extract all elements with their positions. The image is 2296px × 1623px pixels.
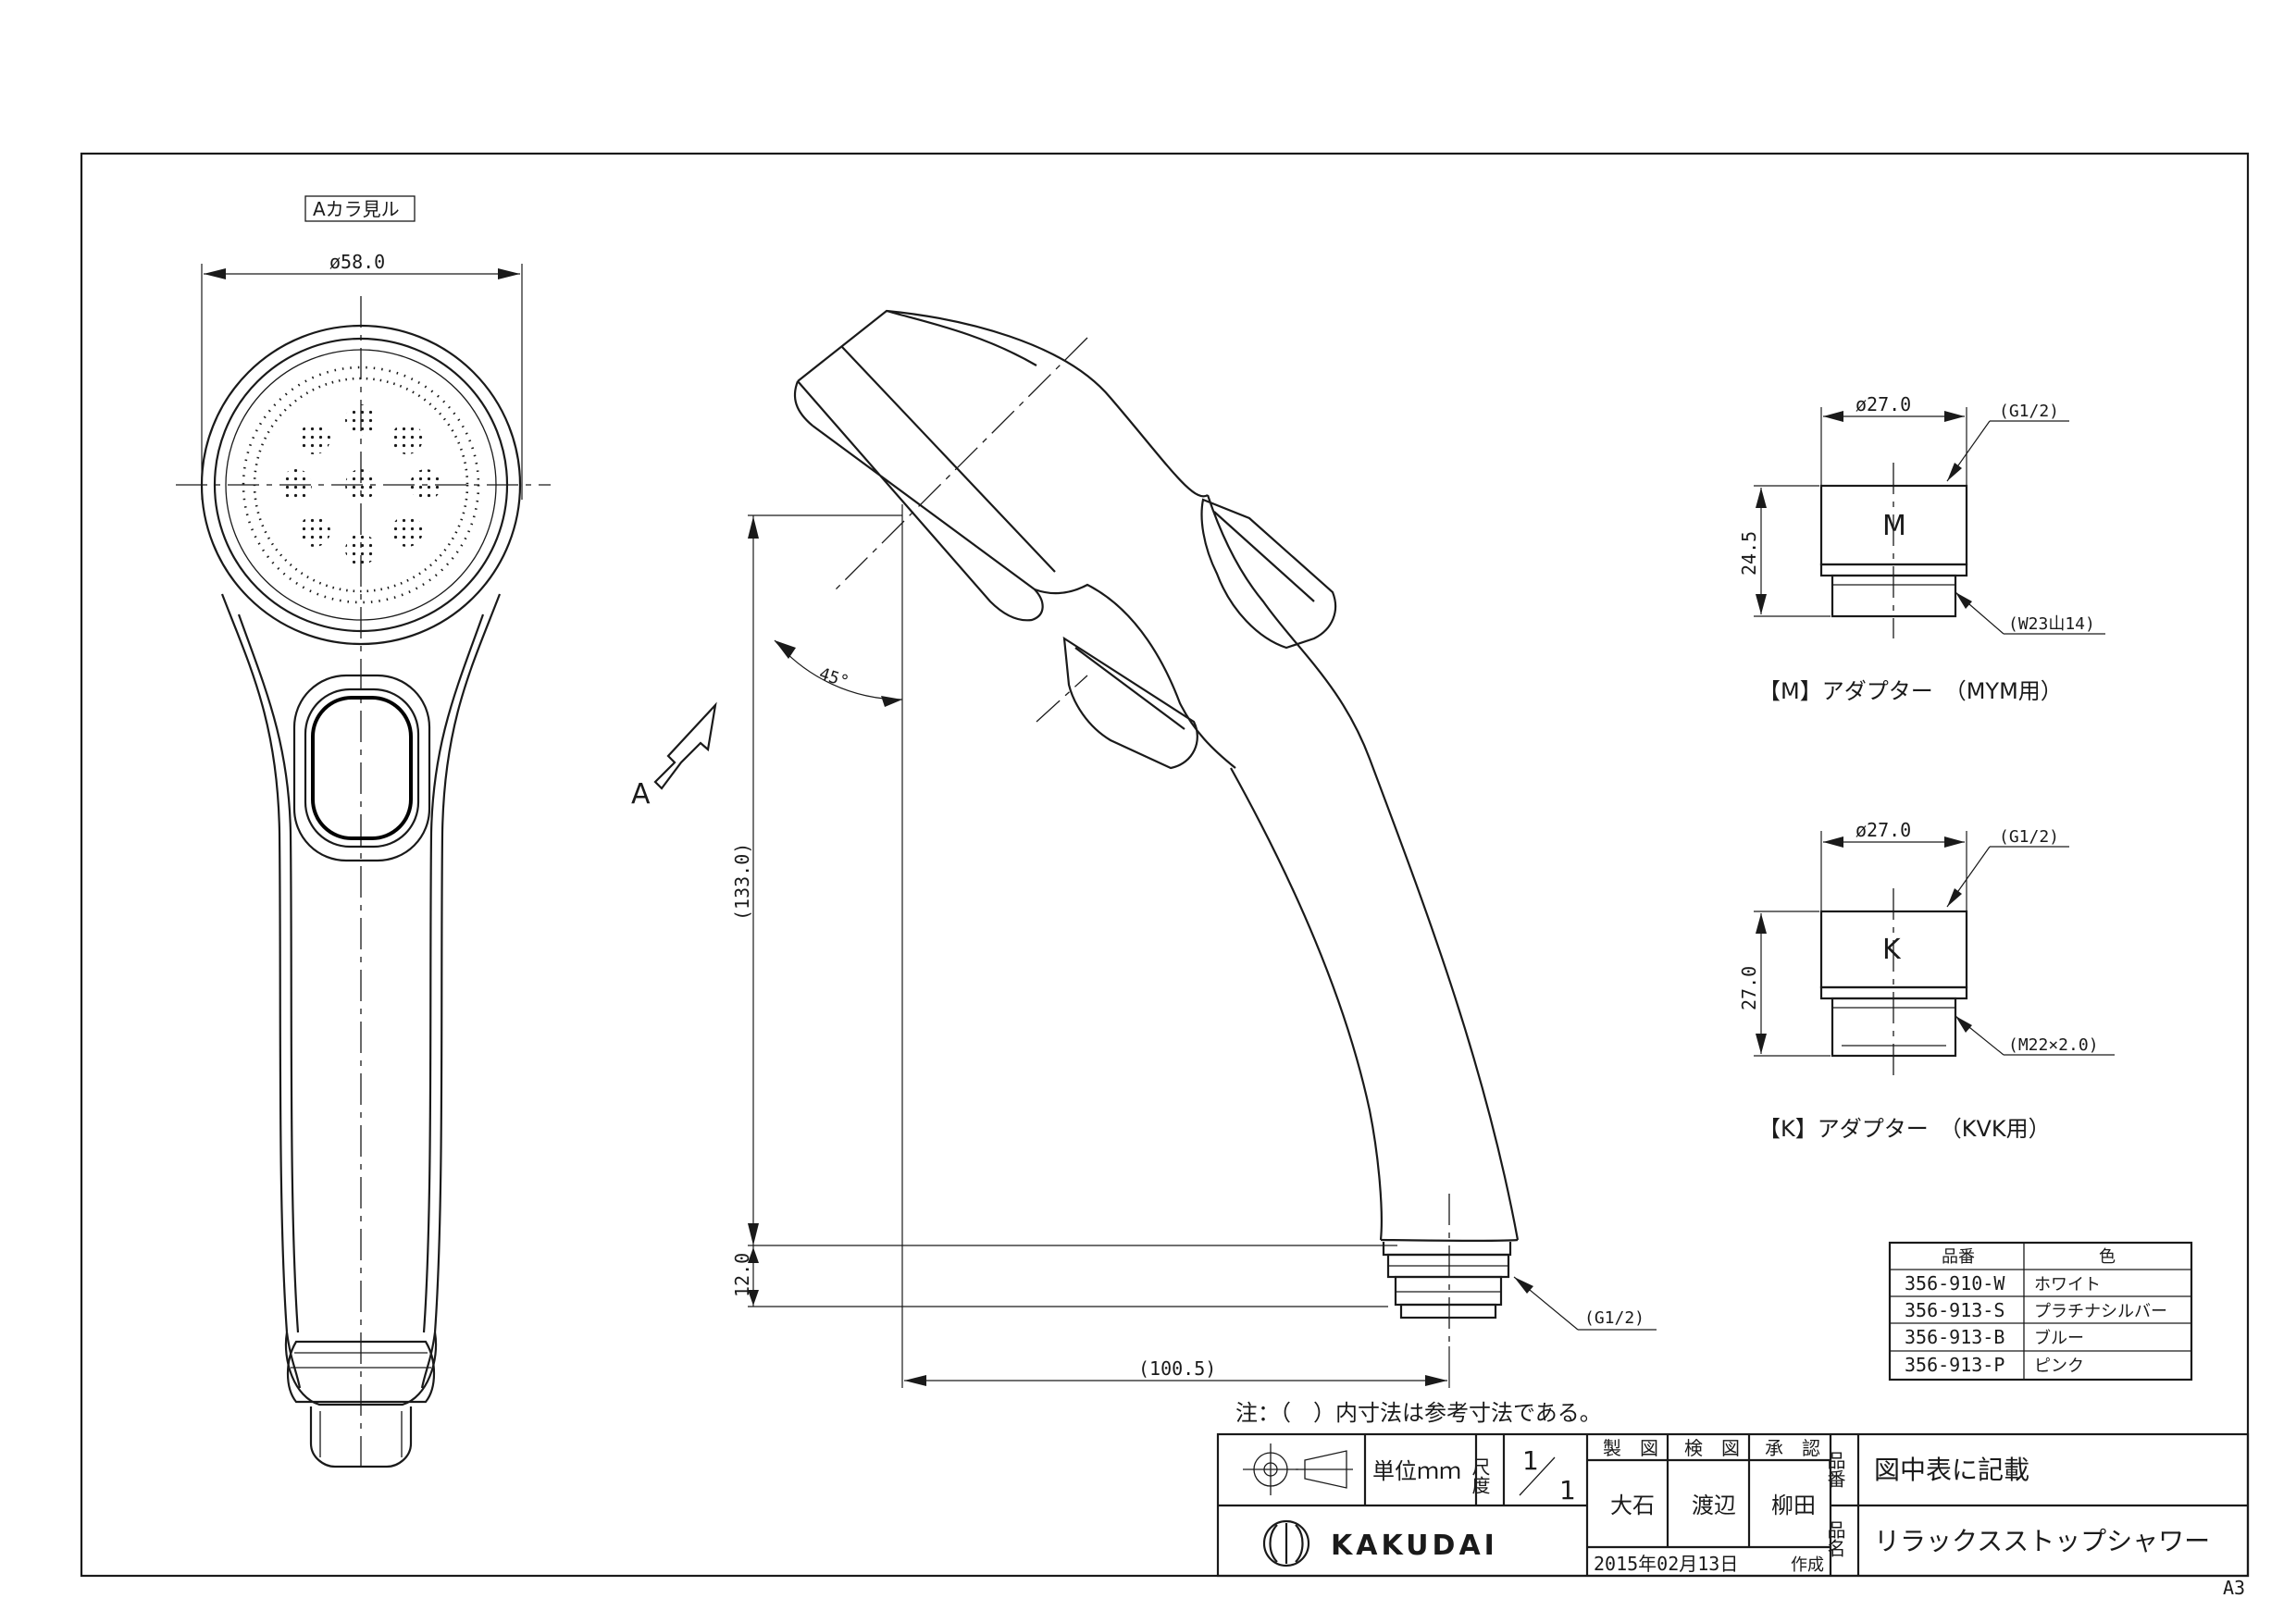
svg-text:M: M [1882, 510, 1906, 542]
unit-label: 単位ｍｍ [1372, 1458, 1461, 1484]
stop-button [292, 674, 431, 862]
scale-label: 尺度 [1469, 1457, 1491, 1494]
checked-by: 渡辺 [1692, 1493, 1736, 1518]
thread-label: (G1/2) [1584, 1308, 1644, 1328]
view-label: Aカラ見ル [313, 198, 400, 220]
checked-header: 検 図 [1684, 1437, 1740, 1459]
table-cell: 356-913-B [1905, 1326, 2004, 1348]
table-cell: 356-913-S [1905, 1299, 2004, 1321]
drawn-by: 大石 [1610, 1493, 1655, 1518]
front-view: Aカラ見ル ø58.0 [176, 195, 551, 1471]
table-cell: ホワイト [2034, 1275, 2101, 1295]
approved-header: 承 認 [1765, 1437, 1820, 1459]
logo-text: KAKUDAI [1331, 1530, 1498, 1562]
svg-text:K: K [1882, 934, 1902, 966]
projection-symbol [1243, 1443, 1353, 1495]
part-no-value: 図中表に記載 [1874, 1455, 2029, 1485]
angle-label: 45° [816, 664, 850, 692]
drawn-header: 製 図 [1603, 1437, 1658, 1459]
scale-num: 1 [1522, 1445, 1539, 1476]
table-header: 品番 [1942, 1247, 1975, 1267]
svg-text:ø27.0: ø27.0 [1855, 393, 1911, 415]
drawing-border [80, 152, 2250, 1578]
spray-nozzles [280, 404, 441, 565]
front-fitting [287, 1340, 435, 1468]
svg-text:(G1/2): (G1/2) [1999, 402, 2059, 421]
scale-den: 1 [1559, 1475, 1576, 1505]
dim-height: (133.0) [731, 843, 753, 921]
svg-text:(W23山14): (W23山14) [2008, 614, 2095, 634]
title-block: 単位ｍｍ 尺度 1 1 KAKUDAI 製 図 検 図 承 認 大石 渡辺 柳田… [1216, 1432, 2250, 1578]
name-value: リラックスストップシャワー [1874, 1526, 2210, 1556]
table-cell: 356-913-P [1905, 1354, 2004, 1376]
adapter-m-caption: 【M】アダプター （MYM用） [1758, 678, 2063, 704]
side-button [1200, 498, 1337, 650]
table-header: 色 [2099, 1247, 2116, 1267]
approved-by: 柳田 [1771, 1493, 1816, 1518]
head-outer-ring [200, 324, 522, 646]
dim-offset: (100.5) [1138, 1357, 1216, 1380]
table-cell: ブルー [2034, 1328, 2084, 1348]
side-fitting [1382, 1242, 1512, 1319]
part-no-label: 品番 [1824, 1451, 1846, 1488]
svg-text:(M22×2.0): (M22×2.0) [2008, 1035, 2099, 1055]
company-logo: KAKUDAI [1262, 1519, 1498, 1567]
created-label: 作成 [1791, 1555, 1824, 1575]
name-label: 品名 [1824, 1520, 1846, 1557]
arrow-label: A [631, 778, 651, 811]
page-size-label: A3 [2223, 1577, 2245, 1599]
adapter-k: ø27.0 K 27.0 (G1/2) (M22×2.0) 【K】アダプター （… [1738, 819, 2115, 1142]
table-cell: プラチナシルバー [2034, 1302, 2167, 1321]
view-label-box [304, 195, 416, 222]
color-table: 品番 色 356-910-W ホワイト 356-913-S プラチナシルバー 3… [1888, 1241, 2193, 1381]
view-direction-arrow [653, 701, 717, 790]
table-cell: ピンク [2034, 1357, 2084, 1376]
svg-text:24.5: 24.5 [1738, 531, 1760, 576]
svg-text:ø27.0: ø27.0 [1855, 819, 1911, 841]
svg-text:(G1/2): (G1/2) [1999, 827, 2059, 847]
drawing-date: 2015年02月13日 [1594, 1553, 1738, 1575]
adapter-k-caption: 【K】アダプター （KVK用） [1758, 1116, 2051, 1142]
svg-text:27.0: 27.0 [1738, 966, 1760, 1010]
dim-width: ø58.0 [329, 251, 385, 273]
table-cell: 356-910-W [1905, 1272, 2005, 1295]
dim-base: 12.0 [731, 1253, 753, 1297]
dimension-note: 注：（ ）内寸法は参考寸法である。 [1235, 1400, 1602, 1426]
adapter-m: ø27.0 M 24.5 (G1/2) (W23山14) 【M】アダプター （M… [1738, 393, 2105, 704]
side-view: A 45° [631, 309, 1657, 1388]
